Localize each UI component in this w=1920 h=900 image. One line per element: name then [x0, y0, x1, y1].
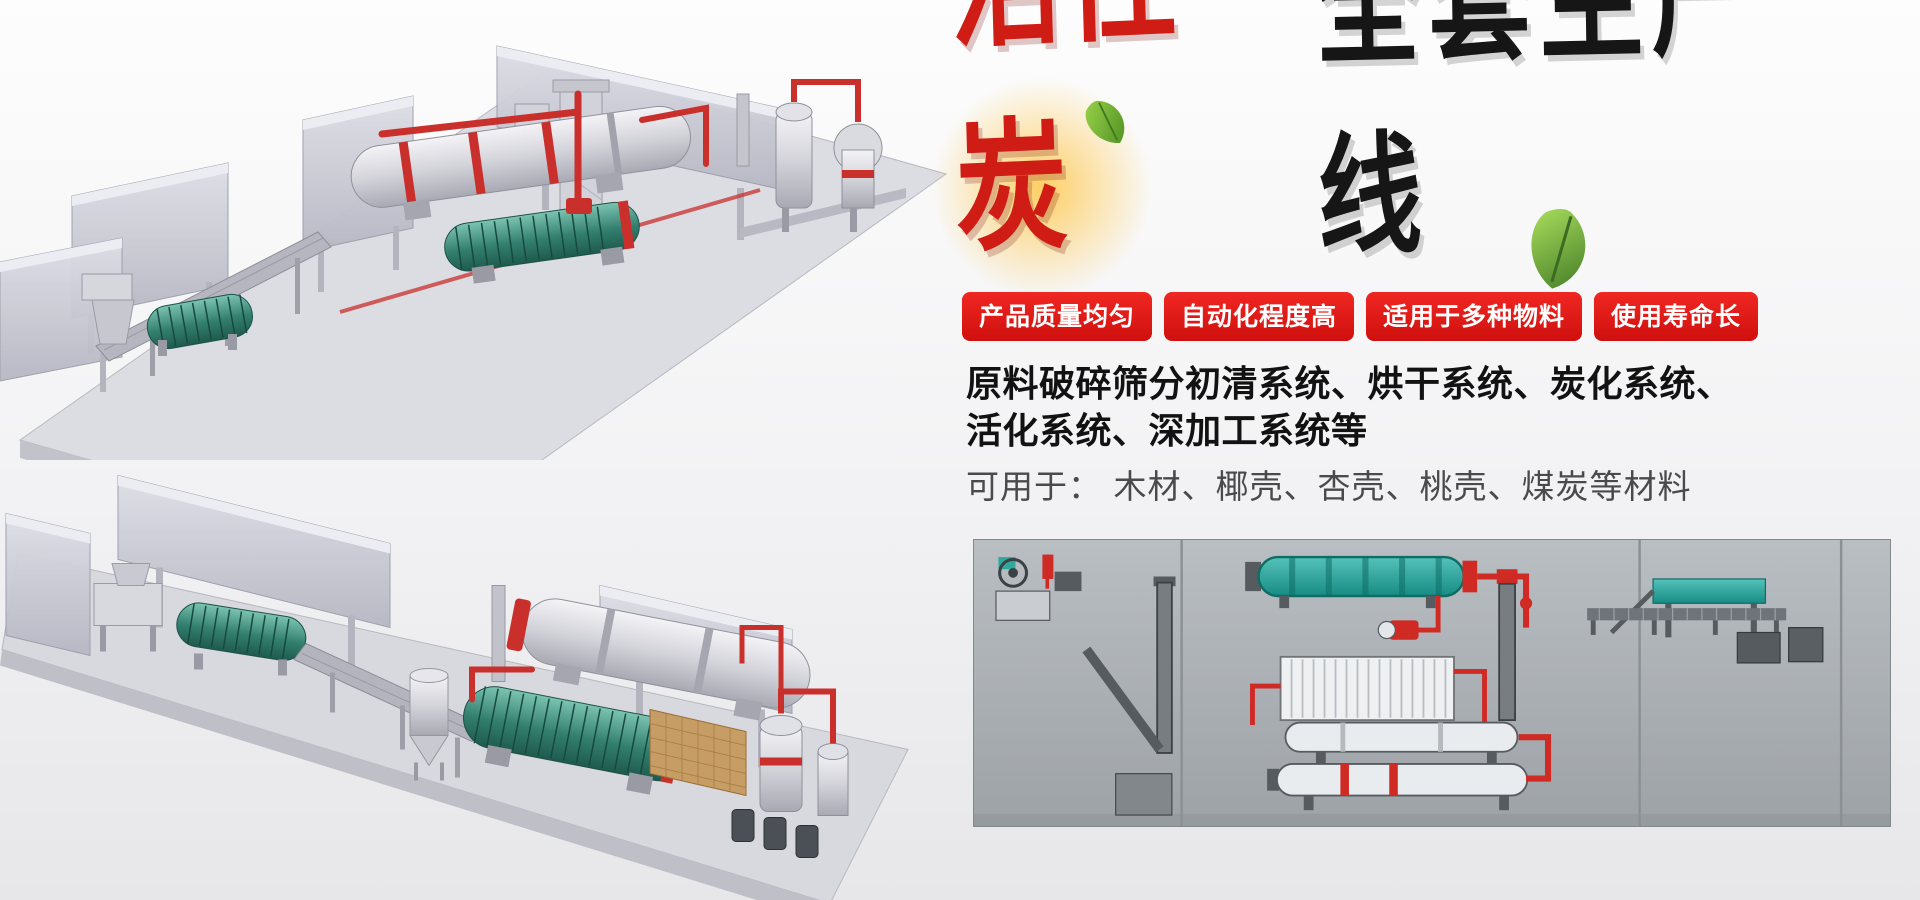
panel-seams — [1180, 540, 1843, 826]
carbonization-drum-schematic — [1284, 721, 1519, 764]
gas-purification-tanks — [731, 625, 849, 858]
elevator-right — [1496, 569, 1518, 722]
production-line-render-bottom — [0, 474, 909, 900]
screening-drum — [176, 602, 307, 676]
systems-description: 原料破碎筛分初清系统、烘干系统、炭化系统、 活化系统、深加工系统等 — [966, 362, 1733, 456]
title-glow — [922, 78, 1162, 298]
leaf-icon — [1495, 189, 1616, 310]
process-piping — [378, 90, 709, 210]
systems-description-line1: 原料破碎筛分初清系统、烘干系统、炭化系统、 — [966, 364, 1733, 405]
fan-pump — [1377, 620, 1419, 640]
bucket-elevator — [1153, 576, 1176, 754]
leaf-icon — [1071, 89, 1142, 160]
schematic-panel — [973, 539, 1891, 827]
cooling-drum — [444, 200, 640, 284]
carbonization-furnace — [736, 79, 906, 238]
feature-badge: 使用寿命长 — [1594, 292, 1759, 341]
pump — [566, 198, 592, 214]
storage-silo — [409, 668, 449, 781]
systems-description-line2: 活化系统、深加工系统等 — [966, 410, 1368, 452]
production-line-render-top — [0, 45, 948, 460]
dryer-drum-schematic — [1245, 555, 1478, 609]
incline-conveyor — [1082, 646, 1164, 753]
feed-hopper — [81, 273, 135, 345]
activation-drum — [463, 686, 691, 795]
feature-badges: 产品质量均匀 自动化程度高 适用于多种物料 使用寿命长 — [962, 292, 1759, 341]
hopper-box — [1115, 773, 1173, 816]
process-piping — [469, 666, 535, 703]
feature-badge: 自动化程度高 — [1164, 292, 1355, 341]
screening-drum — [146, 293, 254, 356]
valve — [1519, 597, 1533, 610]
feeder-unit — [93, 563, 163, 652]
packing-section — [1587, 578, 1824, 664]
production-line-schematic — [974, 540, 1890, 826]
heat-exchanger — [1250, 655, 1487, 725]
rotary-dryer-drum — [350, 105, 691, 221]
rotary-dryer-drum — [506, 598, 811, 721]
activation-furnace-schematic — [1267, 734, 1552, 811]
banner-title: 活性炭 全套生产线 — [922, 0, 1878, 298]
crusher-cluster — [995, 554, 1082, 621]
bucket-elevator — [491, 585, 506, 682]
feature-badge: 适用于多种物料 — [1366, 292, 1583, 341]
materials-line: 可用于： 木材、椰壳、杏壳、桃壳、煤炭等材料 — [966, 467, 1692, 506]
title-red-text: 活性炭 — [948, 0, 1182, 273]
feature-badge: 产品质量均匀 — [962, 292, 1153, 341]
safety-wall-left — [5, 512, 91, 657]
brick-furnace — [649, 708, 747, 797]
